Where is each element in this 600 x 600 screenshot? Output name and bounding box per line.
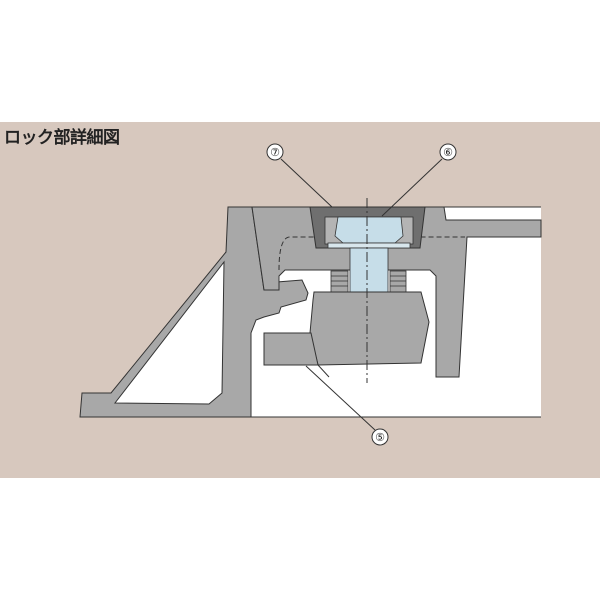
leader-line (280, 158, 333, 208)
spring (330, 270, 407, 293)
bolt-head-part-6 (334, 216, 404, 244)
callout-7: ⑦ (266, 143, 333, 208)
callout-circle (371, 428, 389, 446)
lock-block-part-5 (309, 291, 430, 366)
callout-label-7: ⑦ (270, 146, 280, 159)
callout-6: ⑥ (381, 143, 457, 217)
frame-cavity (113, 260, 225, 405)
bolt-shank (349, 247, 389, 293)
diagram-title: ロック部詳細図 (4, 128, 120, 148)
block-outline (317, 364, 330, 378)
callout-5: ⑤ (305, 365, 389, 446)
cover-plate (251, 206, 542, 378)
leader-line (381, 158, 443, 217)
washer (327, 242, 411, 249)
callout-circle (266, 143, 284, 161)
callout-circle (439, 143, 457, 161)
lock-bar (263, 332, 319, 366)
leader-line (305, 365, 376, 431)
hidden-line (278, 236, 465, 271)
callout-label-5: ⑤ (375, 431, 385, 444)
callout-label-6: ⑥ (443, 146, 453, 159)
